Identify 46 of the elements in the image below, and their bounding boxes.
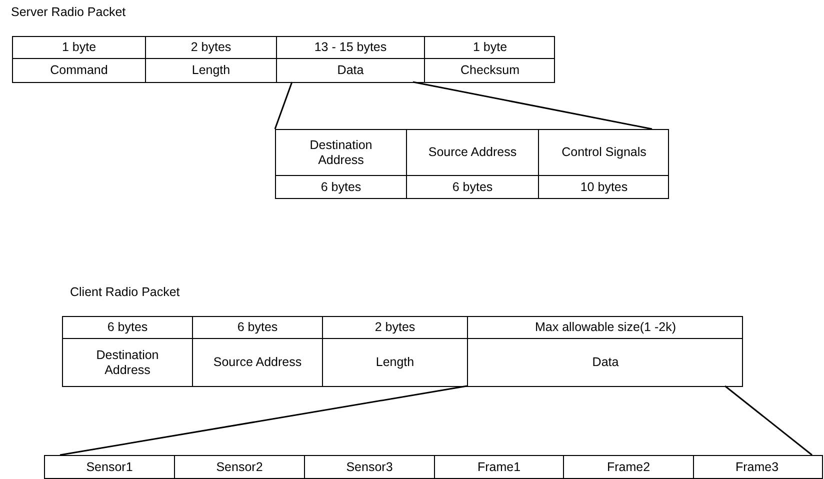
field-column <box>192 317 322 386</box>
field-text: 6 bytes <box>193 317 322 339</box>
expansion-line <box>60 385 468 456</box>
field-text: Command <box>49 62 109 79</box>
field-text: 2 bytes <box>146 37 276 59</box>
packet-title: Client Radio Packet <box>70 285 180 299</box>
field-text: Frame3 <box>734 458 780 476</box>
field-text: 1 byte <box>13 37 145 59</box>
packet-title: Server Radio Packet <box>11 5 126 19</box>
field-text: Length <box>190 62 232 79</box>
field-text: 6 bytes <box>451 178 494 196</box>
field-text: Frame2 <box>606 458 652 476</box>
field-column <box>538 130 669 198</box>
expansion-line <box>724 385 812 456</box>
field-text: 13 - 15 bytes <box>277 37 424 59</box>
field-text: Destination Address <box>276 130 406 176</box>
field-text: 10 bytes <box>579 178 629 196</box>
field-text: Frame1 <box>476 458 522 476</box>
field-text: Source Address <box>212 354 303 371</box>
field-column <box>145 37 276 82</box>
packet-table <box>62 316 743 387</box>
field-text: Checksum <box>459 62 521 79</box>
field-text: Control Signals <box>539 130 669 176</box>
field-column <box>322 317 467 386</box>
field-text: 2 bytes <box>323 317 467 339</box>
field-text: 1 byte <box>425 37 555 59</box>
field-text: Sensor2 <box>215 458 264 476</box>
field-text: Sensor3 <box>345 458 394 476</box>
field-column <box>424 37 555 82</box>
field-text: 6 bytes <box>63 317 192 339</box>
packet-table <box>12 36 555 83</box>
field-text: Data <box>591 354 620 371</box>
field-text: Sensor1 <box>85 458 134 476</box>
field-column <box>276 37 424 82</box>
field-text: Data <box>336 62 365 79</box>
field-text: Length <box>374 354 416 371</box>
expansion-line <box>412 81 652 130</box>
field-text: 6 bytes <box>320 178 362 196</box>
packet-table <box>275 129 669 199</box>
field-text: Destination Address <box>95 346 160 378</box>
field-column <box>406 130 538 198</box>
expansion-line <box>274 82 293 130</box>
field-text: Max allowable size(1 -2k) <box>468 317 743 339</box>
field-text: Source Address <box>407 130 538 176</box>
packet-table <box>44 455 823 479</box>
field-column <box>467 317 743 386</box>
